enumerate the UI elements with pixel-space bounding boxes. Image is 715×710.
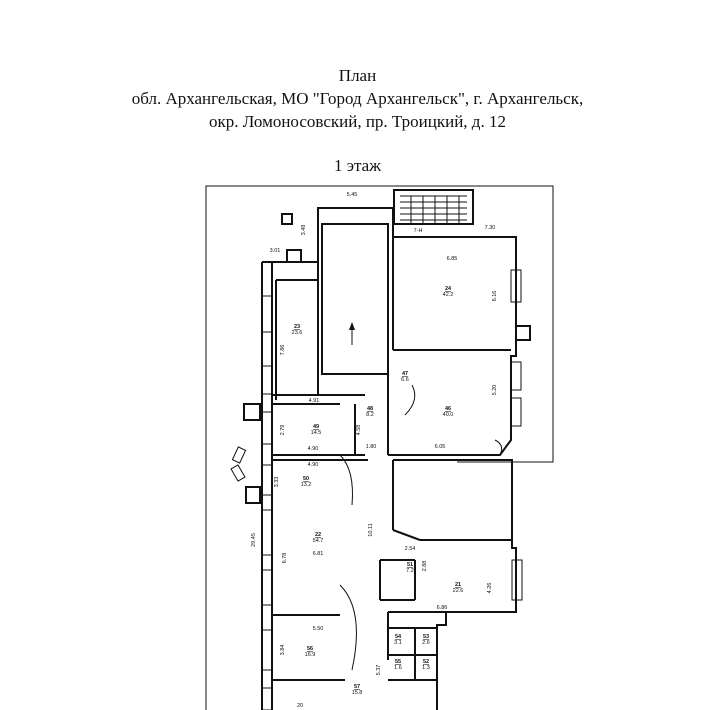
room-number: 21 [455, 582, 461, 588]
small-box-right [515, 325, 531, 341]
room-number: 55 [395, 659, 401, 665]
small-box-top [281, 213, 293, 225]
shaft [321, 223, 389, 375]
dimension-label: 5.37 [376, 665, 382, 676]
dimension-label: 6.81 [313, 551, 324, 557]
dimension-label: 3.84 [280, 645, 286, 656]
dimension-label: 5.50 [313, 626, 324, 632]
dimension-labels: 5.45 3.48 7.30 7-Н 3.01 6.85 6.16 7.86 4… [251, 192, 498, 709]
floor-label: 1 этаж [334, 156, 381, 175]
dimension-label: 5.45 [347, 192, 358, 198]
room-number: 47 [402, 371, 408, 377]
interior-walls [272, 237, 512, 681]
plan-address-line-1: обл. Архангельская, МО "Город Архангельс… [131, 89, 584, 108]
dimension-label: 6.85 [447, 256, 458, 262]
dimension-label: 3.48 [301, 225, 307, 236]
dimension-label: 4.90 [308, 462, 319, 468]
room-number: 51 [407, 562, 413, 568]
dimension-label: 7.30 [485, 225, 496, 231]
dimension-label: 6.05 [435, 444, 446, 450]
dimension-label: 3.33 [274, 477, 280, 488]
dimension-label: 4.58 [356, 425, 362, 436]
room-area: 1.6 [394, 665, 402, 671]
room-area: 16.9 [305, 652, 316, 658]
room-area: 40.0 [443, 412, 454, 418]
dimension-label: 4.90 [308, 446, 319, 452]
dimension-label: 2.79 [280, 425, 286, 436]
room-area: 13.2 [301, 482, 312, 488]
dimension-label: 7-Н [414, 228, 423, 234]
dimension-label: 1.80 [366, 444, 377, 450]
dimension-label: 29.45 [251, 533, 257, 547]
room-area: 42.2 [443, 292, 454, 298]
room-number: 52 [423, 659, 429, 665]
room-area: 15.8 [352, 690, 363, 696]
room-area: 7.2 [406, 568, 414, 574]
room-area: 6.6 [401, 377, 409, 383]
dimension-label: 6.16 [492, 291, 498, 302]
windows [261, 269, 523, 710]
room-labels: 24 42.2 23 23.6 47 6.6 48 8.2 46 40.0 49… [292, 286, 464, 696]
room-number: 48 [367, 406, 373, 412]
dimension-label: 3.01 [270, 248, 281, 254]
room-area: 22.6 [453, 588, 464, 594]
room-number: 53 [423, 634, 429, 640]
dimension-label: 7.86 [280, 345, 286, 356]
room-area: 2.6 [422, 640, 430, 646]
room-number: 22 [315, 532, 321, 538]
room-area: 3.1 [394, 640, 402, 646]
entrance-marks [230, 403, 261, 504]
dimension-label: 6.86 [437, 605, 448, 611]
room-area: 1.3 [422, 665, 430, 671]
dimension-label: 10.11 [368, 523, 374, 536]
dimension-label: 20 [297, 703, 303, 709]
room-number: 56 [307, 646, 313, 652]
site-boundary [205, 185, 554, 710]
dimension-label: 6.78 [282, 553, 288, 564]
room-number: 50 [303, 476, 309, 482]
room-number: 57 [354, 684, 360, 690]
dimension-label: 4.91 [309, 398, 320, 404]
room-area: 23.6 [292, 330, 303, 336]
plan-title: План [338, 66, 377, 85]
small-box-3-01 [286, 249, 302, 263]
dimension-label: 4.26 [487, 583, 493, 594]
room-number: 46 [445, 406, 451, 412]
room-area: 8.2 [366, 412, 374, 418]
plan-address-line-2: окр. Ломоносовский, пр. Троицкий, д. 12 [209, 112, 506, 131]
dimension-label: 2.54 [405, 546, 416, 552]
plan-header: План обл. Архангельская, МО "Город Архан… [0, 64, 715, 133]
room-number: 49 [313, 424, 319, 430]
room-area: 14.5 [311, 430, 322, 436]
staircase [393, 189, 474, 225]
dimension-label: 2.88 [422, 561, 428, 572]
room-number: 24 [445, 286, 452, 292]
room-number: 23 [294, 324, 300, 330]
dimension-label: 5.20 [492, 385, 498, 396]
door-arcs [339, 384, 503, 671]
room-area: 54.7 [313, 538, 324, 544]
room-number: 54 [395, 634, 402, 640]
